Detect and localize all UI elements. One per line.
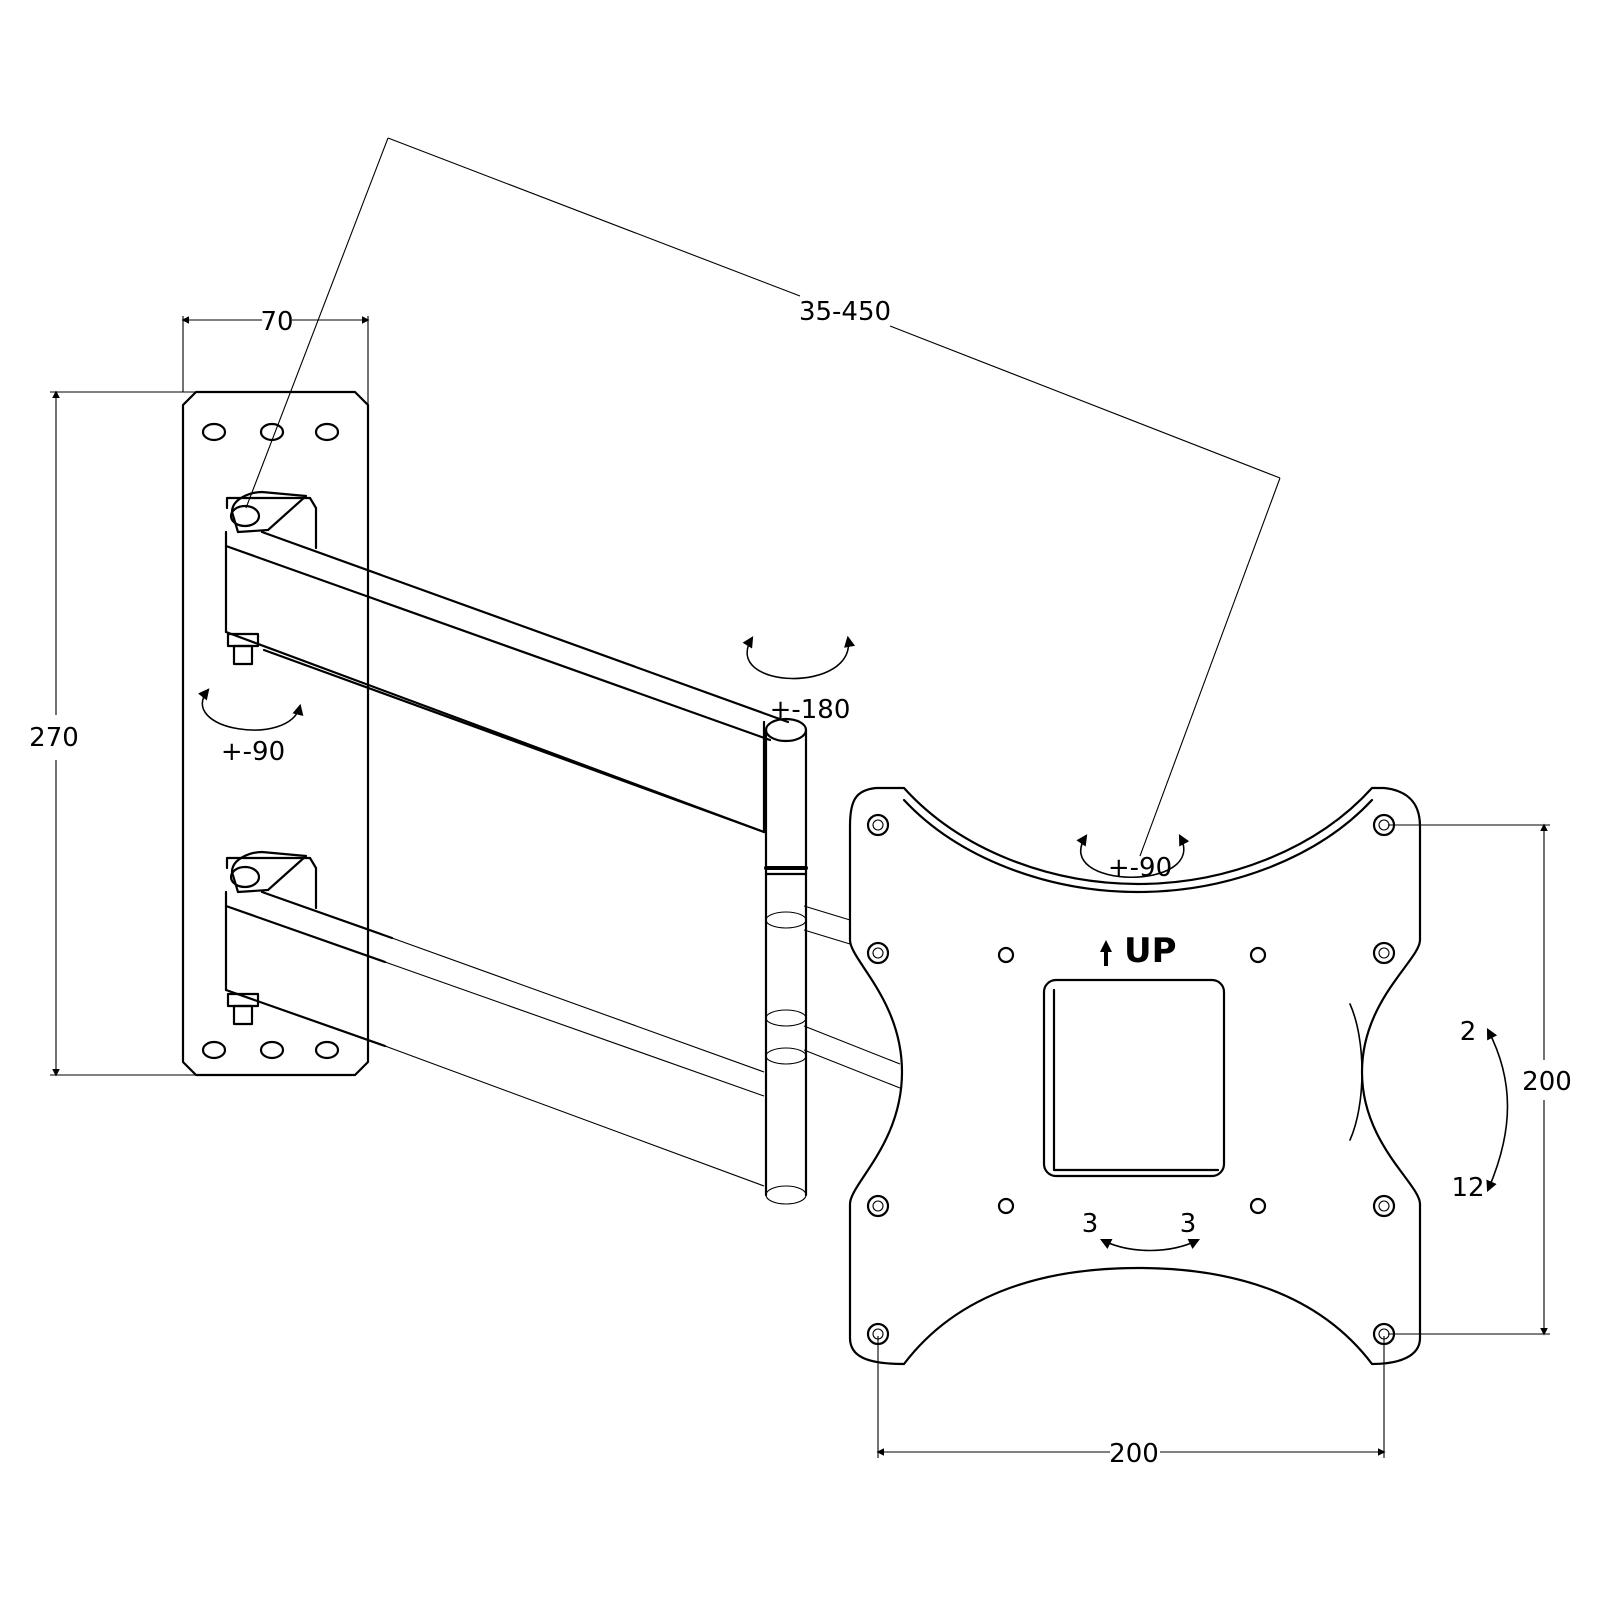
upper-arm [224, 490, 790, 834]
head-rotation-indicator: +-90 [1076, 834, 1190, 883]
vesa-width-label: 200 [1109, 1439, 1159, 1469]
plate-hole [314, 422, 340, 442]
arm-swivel-indicator: +-180 [742, 635, 856, 725]
head-rotation-label: +-90 [1108, 853, 1172, 883]
wall-swivel-indicator: +-90 [198, 688, 304, 767]
level-left-label: 3 [1082, 1209, 1099, 1239]
plate-height-label: 270 [29, 723, 79, 753]
vesa-plate: UP [848, 786, 1422, 1366]
plate-width-label: 70 [260, 307, 293, 337]
plate-hole [314, 1040, 340, 1060]
arm-extension-label: 35-450 [799, 297, 891, 327]
wall-plate [181, 390, 370, 1077]
level-right-label: 3 [1180, 1209, 1197, 1239]
vesa-height-label: 200 [1522, 1067, 1572, 1097]
pivot-bolt [229, 865, 261, 889]
mounting-holes [866, 813, 1396, 1346]
plate-hole [201, 1040, 227, 1060]
dimension-plate-height: 270 [29, 390, 196, 1077]
arm-swivel-label: +-180 [770, 695, 851, 725]
plate-hole [259, 422, 285, 442]
tilt-top-label: 2 [1460, 1017, 1477, 1047]
plate-hole [259, 1040, 285, 1060]
pivot-bolt [229, 504, 261, 528]
dimension-arm-extension: 35-450 [245, 137, 1281, 857]
tilt-indicator: 2 12 [1451, 1017, 1509, 1203]
dimension-vesa-width: 200 [876, 1336, 1386, 1469]
center-cutout [1042, 978, 1226, 1178]
up-label: UP [1124, 931, 1177, 971]
up-arrow-icon [1100, 940, 1112, 966]
level-adjust-indicator: 3 3 [1082, 1209, 1201, 1252]
up-indicator: UP [1100, 931, 1177, 971]
plate-hole [201, 422, 227, 442]
lower-arm [224, 850, 901, 1187]
dimension-vesa-height: 200 [1388, 823, 1572, 1336]
wall-swivel-label: +-90 [221, 737, 285, 767]
dimension-plate-width: 70 [181, 307, 370, 405]
tilt-bottom-label: 12 [1451, 1173, 1484, 1203]
swivel-post [764, 717, 808, 1205]
